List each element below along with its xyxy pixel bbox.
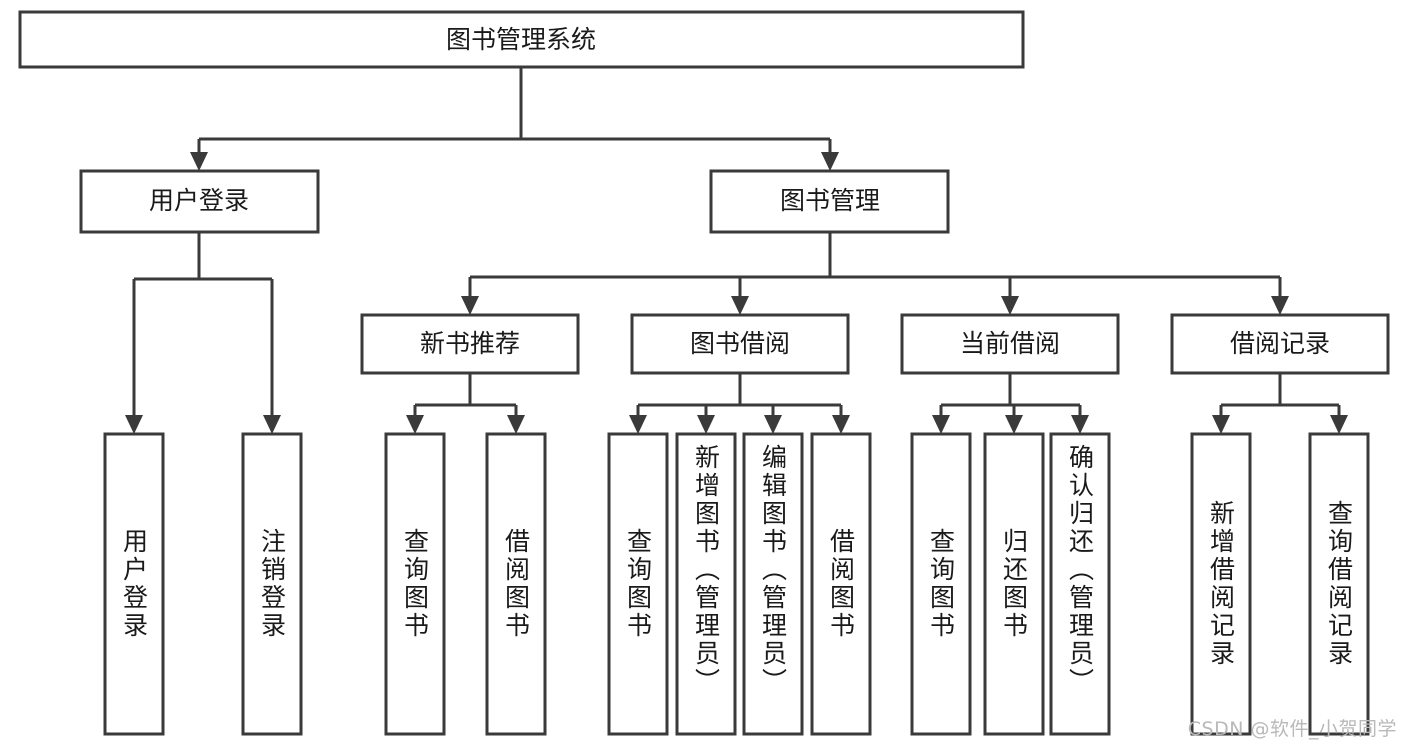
- node-new-book-recommend-box[interactable]: [360, 313, 580, 375]
- arrowhead-leaf-query-book-borrow: [629, 415, 647, 434]
- arrowhead-new-book-recommend: [461, 296, 479, 315]
- node-root-label: 图书管理系统: [446, 25, 596, 54]
- arrowhead-leaf-borrow-book-rec: [507, 415, 525, 434]
- leaf-box-query-record[interactable]: [1308, 432, 1370, 736]
- node-current-borrow-label: 当前借阅: [960, 329, 1060, 358]
- leaf-box-query-book-borrow[interactable]: [607, 432, 669, 736]
- arrowhead-leaf-edit-book: [764, 415, 782, 434]
- node-user-login-box[interactable]: [79, 169, 320, 234]
- arrowhead-leaf-user-login: [125, 415, 143, 434]
- arrowhead-book-manage: [821, 152, 839, 171]
- node-layer: 图书管理系统 用户登录 图书管理 新书推荐 图书借阅 当前: [18, 10, 1390, 736]
- arrowhead-leaf-query-book-rec: [406, 415, 424, 434]
- leaf-box-add-book[interactable]: [675, 432, 737, 736]
- node-borrow-record-label: 借阅记录: [1230, 329, 1330, 358]
- node-root[interactable]: 图书管理系统: [18, 10, 1025, 69]
- arrowhead-leaf-add-record: [1212, 415, 1230, 434]
- arrowhead-leaf-confirm-return: [1071, 415, 1089, 434]
- arrowhead-book-borrow: [731, 296, 749, 315]
- node-current-borrow-box[interactable]: [900, 313, 1120, 375]
- arrowhead-leaf-add-book: [697, 415, 715, 434]
- leaf-box-borrow-book[interactable]: [810, 432, 872, 736]
- node-book-borrow[interactable]: 图书借阅: [630, 313, 850, 375]
- arrowhead-current-borrow: [1001, 296, 1019, 315]
- node-book-manage-label: 图书管理: [780, 186, 880, 215]
- leaf-box-user-logout[interactable]: [241, 432, 303, 736]
- leaf-box-query-book-rec[interactable]: [384, 432, 446, 736]
- connector-layer: [125, 67, 1348, 434]
- arrowhead-leaf-query-book-cur: [932, 415, 950, 434]
- node-new-book-recommend[interactable]: 新书推荐: [360, 313, 580, 375]
- leaf-box-confirm-return[interactable]: [1049, 432, 1111, 736]
- arrowhead-leaf-query-record: [1330, 415, 1348, 434]
- node-book-manage[interactable]: 图书管理: [709, 169, 950, 234]
- arrowhead-leaf-return-book: [1005, 415, 1023, 434]
- arrowhead-leaf-user-logout: [263, 415, 281, 434]
- node-user-login-label: 用户登录: [149, 186, 249, 215]
- node-borrow-record[interactable]: 借阅记录: [1170, 313, 1390, 375]
- leaf-box-query-book-cur[interactable]: [910, 432, 972, 736]
- leaf-box-user-login[interactable]: [103, 432, 165, 736]
- node-user-login[interactable]: 用户登录: [79, 169, 320, 234]
- node-root-box[interactable]: [18, 10, 1025, 69]
- leaf-box-borrow-book-rec[interactable]: [485, 432, 547, 736]
- node-new-book-recommend-label: 新书推荐: [420, 329, 520, 358]
- node-book-borrow-label: 图书借阅: [690, 329, 790, 358]
- arrowhead-borrow-record: [1271, 296, 1289, 315]
- node-book-manage-box[interactable]: [709, 169, 950, 234]
- node-borrow-record-box[interactable]: [1170, 313, 1390, 375]
- node-current-borrow[interactable]: 当前借阅: [900, 313, 1120, 375]
- leaf-box-add-record[interactable]: [1190, 432, 1252, 736]
- leaf-box-edit-book[interactable]: [742, 432, 804, 736]
- leaf-box-return-book[interactable]: [983, 432, 1045, 736]
- arrowhead-leaf-borrow-book: [832, 415, 850, 434]
- csdn-watermark: CSDN @软件_小贺同学: [1187, 718, 1397, 740]
- arrowhead-user-login: [190, 152, 208, 171]
- node-book-borrow-box[interactable]: [630, 313, 850, 375]
